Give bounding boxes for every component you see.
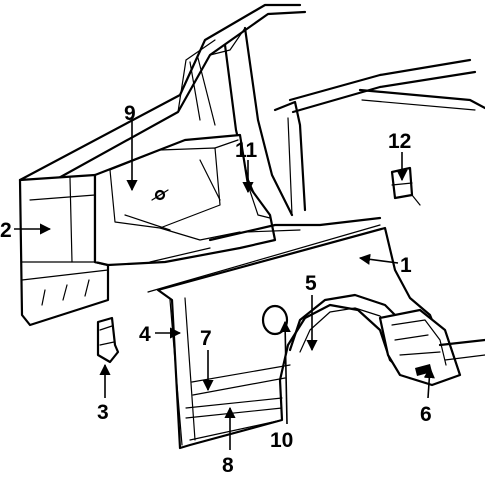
part-6-wheelhouse	[378, 308, 485, 387]
callout-11: 11	[235, 139, 258, 162]
leader-1	[358, 253, 399, 265]
leader-10	[279, 320, 291, 425]
floor-ledge	[149, 216, 382, 263]
callout-leaders	[14, 120, 435, 450]
callout-6: 6	[420, 403, 432, 426]
callout-4: 4	[139, 323, 151, 346]
part-9-inner-quarter	[93, 133, 277, 267]
callout-8: 8	[222, 454, 234, 477]
part-12-bracket	[390, 166, 421, 206]
callout-9: 9	[124, 102, 136, 125]
callout-5: 5	[305, 272, 317, 295]
callout-3: 3	[97, 401, 109, 424]
callout-7: 7	[200, 327, 212, 350]
callout-12: 12	[388, 130, 411, 153]
part-3-bracket	[96, 316, 120, 364]
leader-6	[423, 366, 435, 399]
part-10-fuel-door	[261, 304, 289, 336]
callout-1: 1	[400, 254, 412, 277]
callout-10: 10	[270, 429, 293, 452]
part-2-rear-panel	[18, 173, 110, 327]
part-1-quarter-panel	[147, 224, 447, 450]
callout-labels: 1 2 3 4 5 6 7 8 9 10 11 12	[0, 102, 432, 477]
callout-2: 2	[0, 219, 12, 242]
roof-rail	[273, 58, 485, 216]
part-8-molding	[189, 419, 283, 441]
